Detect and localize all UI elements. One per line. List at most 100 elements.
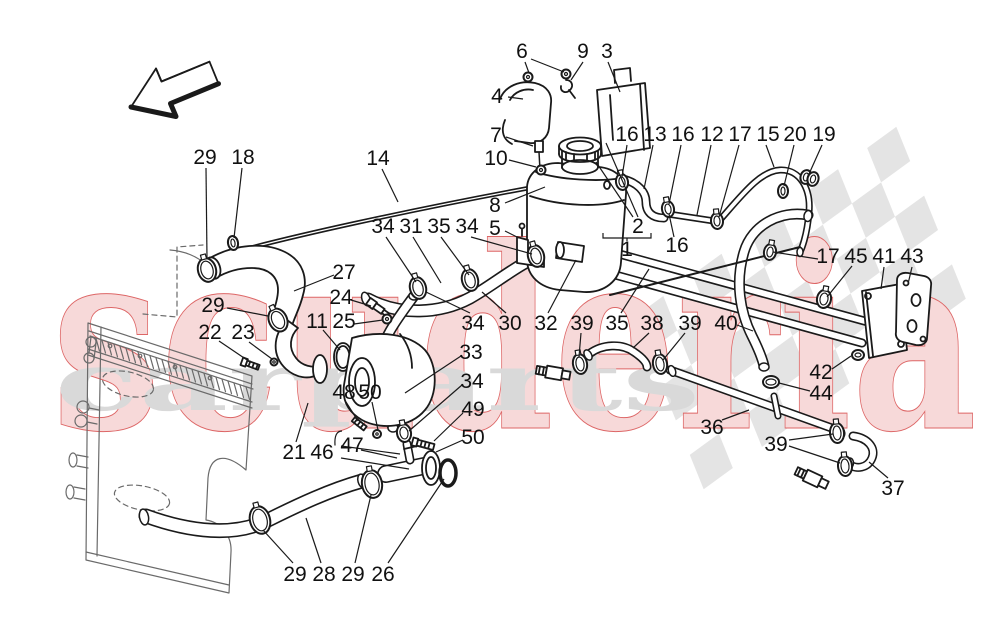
- union-pipe[interactable]: [377, 457, 433, 483]
- callout-8[interactable]: 8: [489, 186, 546, 217]
- callout-number[interactable]: 35: [427, 215, 450, 238]
- callout-number[interactable]: 16: [665, 234, 688, 257]
- clamp-35[interactable]: [458, 263, 480, 292]
- callout-number[interactable]: 34: [371, 215, 395, 238]
- callout-34[interactable]: 34: [371, 215, 417, 283]
- callout-number[interactable]: 48: [332, 381, 355, 404]
- callout-44[interactable]: 44: [778, 382, 833, 405]
- callout-number[interactable]: 9: [577, 40, 589, 63]
- bolt-49[interactable]: [410, 436, 436, 451]
- callout-number[interactable]: 29: [341, 563, 364, 586]
- callout-23[interactable]: 23: [231, 321, 273, 360]
- bleed-valve[interactable]: [534, 364, 572, 382]
- callout-50[interactable]: 50: [435, 426, 485, 453]
- tube-12[interactable]: [664, 210, 718, 225]
- stud-48[interactable]: [350, 416, 368, 432]
- clamp-29[interactable]: [263, 302, 291, 335]
- callout-9[interactable]: 9: [570, 40, 589, 81]
- callout-number[interactable]: 34: [460, 370, 484, 393]
- clamp-39[interactable]: [828, 418, 846, 444]
- callout-39[interactable]: 39: [662, 312, 702, 361]
- callout-39[interactable]: 39: [764, 433, 841, 464]
- callout-3[interactable]: 3: [601, 40, 621, 93]
- callout-38[interactable]: 38: [632, 312, 664, 349]
- callout-number[interactable]: 44: [809, 382, 833, 405]
- callout-46[interactable]: 46: [310, 430, 410, 470]
- callout-number[interactable]: 28: [312, 563, 335, 586]
- callout-number[interactable]: 40: [714, 312, 737, 335]
- callout-50[interactable]: 50: [358, 381, 382, 431]
- callout-number[interactable]: 16: [615, 123, 638, 146]
- callout-number[interactable]: 22: [198, 321, 221, 344]
- callout-number[interactable]: 31: [399, 215, 422, 238]
- callout-number[interactable]: 17: [816, 245, 839, 268]
- callout-number[interactable]: 42: [809, 361, 832, 384]
- callout-number[interactable]: 10: [484, 147, 507, 170]
- callout-number[interactable]: 2: [632, 215, 644, 238]
- callout-number[interactable]: 25: [332, 310, 355, 333]
- clamp-16[interactable]: [660, 196, 676, 218]
- callout-29[interactable]: 29: [341, 494, 372, 586]
- callout-34[interactable]: 34: [425, 291, 485, 335]
- callout-number[interactable]: 39: [570, 312, 593, 335]
- callout-41[interactable]: 41: [872, 245, 896, 290]
- callout-14[interactable]: 14: [366, 147, 399, 203]
- callout-number[interactable]: 36: [700, 416, 723, 439]
- callout-number[interactable]: 16: [671, 123, 694, 146]
- filler-cap[interactable]: [558, 136, 602, 163]
- callout-number[interactable]: 29: [283, 563, 306, 586]
- callout-number[interactable]: 29: [193, 146, 216, 169]
- callout-number[interactable]: 20: [783, 123, 806, 146]
- callout-number[interactable]: 23: [231, 321, 254, 344]
- grommet-20[interactable]: [777, 183, 789, 199]
- callout-number[interactable]: 49: [461, 398, 484, 421]
- callout-29[interactable]: 29: [193, 146, 217, 260]
- thermostat-housing[interactable]: [274, 319, 328, 384]
- ring-19[interactable]: [806, 171, 820, 187]
- callout-number[interactable]: 5: [489, 217, 501, 240]
- callout-number[interactable]: 18: [231, 146, 254, 169]
- washer-23[interactable]: [269, 357, 279, 367]
- callout-number[interactable]: 38: [640, 312, 663, 335]
- callout-21[interactable]: 21: [282, 402, 309, 464]
- callout-1[interactable]: 1: [602, 233, 652, 261]
- pipe-lower-to-bracket[interactable]: [585, 263, 867, 348]
- callout-4[interactable]: 4: [491, 85, 524, 108]
- callout-number[interactable]: 47: [340, 434, 363, 457]
- callout-43[interactable]: 43: [900, 245, 924, 285]
- callout-39[interactable]: 39: [570, 312, 594, 358]
- callout-35[interactable]: 35: [427, 215, 470, 276]
- callout-number[interactable]: 8: [489, 194, 501, 217]
- clamp-29[interactable]: [246, 500, 274, 536]
- callout-47[interactable]: 47: [340, 434, 398, 459]
- washer-25[interactable]: [381, 313, 393, 325]
- callout-number[interactable]: 37: [881, 477, 904, 500]
- bolt-6[interactable]: [560, 68, 572, 80]
- nut-50[interactable]: [372, 429, 382, 439]
- callout-number[interactable]: 3: [601, 40, 613, 63]
- pipe-36[interactable]: [665, 365, 845, 436]
- callout-number[interactable]: 19: [812, 123, 835, 146]
- hose-13[interactable]: [618, 174, 669, 223]
- bleed-valve[interactable]: [793, 465, 830, 490]
- clamp-39[interactable]: [836, 451, 854, 477]
- callout-28[interactable]: 28: [305, 517, 336, 586]
- callout-number[interactable]: 4: [491, 85, 503, 108]
- callout-22[interactable]: 22: [198, 321, 251, 363]
- callout-number[interactable]: 15: [756, 123, 779, 146]
- radiator[interactable]: [65, 244, 254, 594]
- callout-number[interactable]: 7: [490, 124, 502, 147]
- callout-number[interactable]: 32: [534, 312, 557, 335]
- clamp-17[interactable]: [762, 239, 778, 261]
- callout-45[interactable]: 45: [826, 245, 868, 298]
- callout-17[interactable]: 17: [718, 123, 752, 218]
- clamp-29[interactable]: [194, 252, 219, 284]
- callout-number[interactable]: 17: [728, 123, 751, 146]
- callout-number[interactable]: 14: [366, 147, 390, 170]
- callout-6[interactable]: 6: [516, 40, 565, 74]
- hose-38[interactable]: [584, 341, 652, 372]
- callout-number[interactable]: 11: [306, 310, 328, 333]
- callout-48[interactable]: 48: [332, 381, 359, 422]
- callout-26[interactable]: 26: [371, 478, 445, 586]
- callout-35[interactable]: 35: [605, 268, 650, 335]
